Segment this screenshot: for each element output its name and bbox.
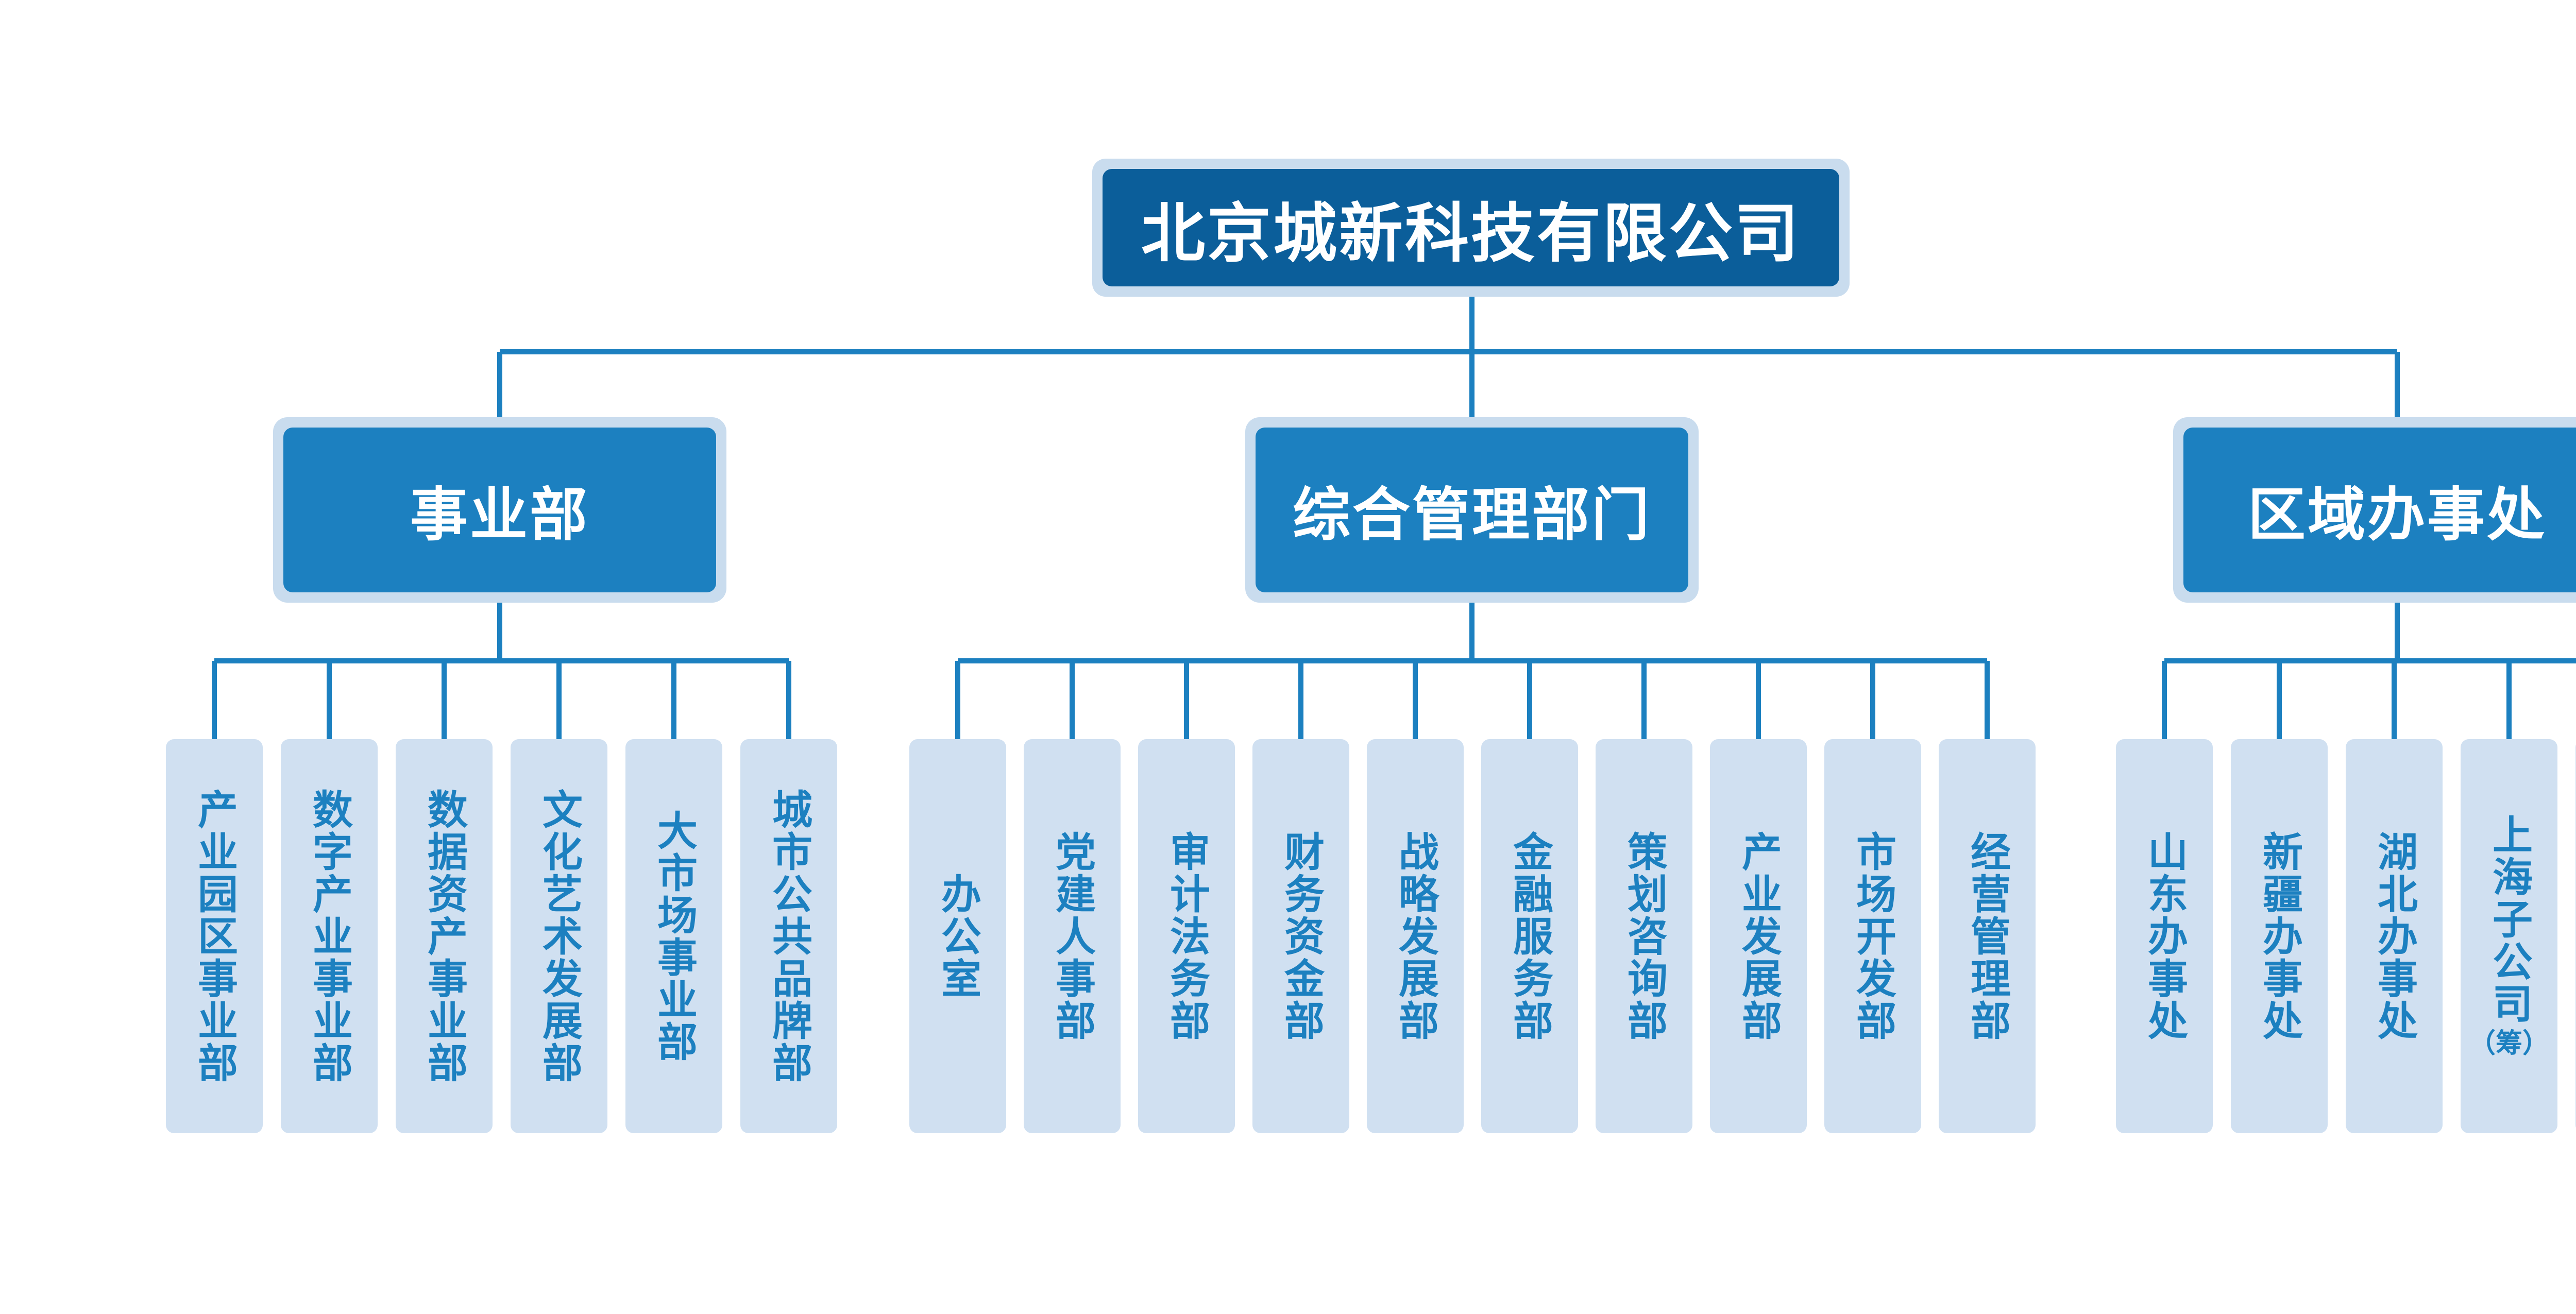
leaf-node: 新疆办事处 bbox=[2231, 739, 2328, 1133]
leaf-node-label: 文化艺术发展部 bbox=[536, 788, 582, 1084]
leaf-node: 数字产业事业部 bbox=[281, 739, 378, 1133]
leaf-node-label: 湖北办事处 bbox=[2371, 830, 2417, 1042]
leaf-node: 市场开发部 bbox=[1824, 739, 1921, 1133]
leaf-node: 产业发展部 bbox=[1710, 739, 1807, 1133]
branch-node-label: 综合管理部门 bbox=[1293, 482, 1651, 549]
leaf-node: 大市场事业部 bbox=[625, 739, 722, 1133]
leaf-node-label: 产业发展部 bbox=[1735, 830, 1782, 1042]
branch-node: 事业部 bbox=[283, 428, 716, 592]
leaf-node: 办公室 bbox=[909, 739, 1006, 1133]
branch-node: 区域办事处 bbox=[2183, 428, 2576, 592]
branch-node-label: 事业部 bbox=[410, 482, 589, 549]
leaf-node: 策划咨询部 bbox=[1596, 739, 1692, 1133]
leaf-node-note: （筹） bbox=[2468, 1028, 2549, 1059]
branch-node-label: 区域办事处 bbox=[2248, 482, 2547, 549]
leaf-node: 上海子公司（筹） bbox=[2461, 739, 2557, 1133]
leaf-node-label: 办公室 bbox=[935, 873, 981, 1000]
branch-node: 综合管理部门 bbox=[1256, 428, 1688, 592]
leaf-node-label: 市场开发部 bbox=[1850, 830, 1896, 1042]
leaf-node-label: 策划咨询部 bbox=[1621, 830, 1667, 1042]
leaf-node: 战略发展部 bbox=[1367, 739, 1464, 1133]
leaf-node-label: 大市场事业部 bbox=[651, 809, 697, 1063]
leaf-node-label: 审计法务部 bbox=[1163, 830, 1210, 1042]
leaf-node-label: 数字产业事业部 bbox=[306, 788, 352, 1084]
leaf-node-label: 产业园区事业部 bbox=[191, 788, 238, 1084]
leaf-node-label: 党建人事部 bbox=[1049, 830, 1095, 1042]
leaf-node: 文化艺术发展部 bbox=[511, 739, 607, 1133]
leaf-node: 审计法务部 bbox=[1138, 739, 1235, 1133]
leaf-node-label: 金融服务部 bbox=[1506, 830, 1553, 1042]
leaf-node: 产业园区事业部 bbox=[166, 739, 263, 1133]
leaf-node-label: 山东办事处 bbox=[2141, 830, 2188, 1042]
leaf-node: 湖北办事处 bbox=[2346, 739, 2443, 1133]
root-node-label: 北京城新科技有限公司 bbox=[1141, 197, 1801, 271]
leaf-node-label: 经营管理部 bbox=[1964, 830, 2010, 1042]
leaf-node-label: 城市公共品牌部 bbox=[766, 788, 812, 1084]
leaf-node: 山东办事处 bbox=[2116, 739, 2213, 1133]
leaf-node: 财务资金部 bbox=[1252, 739, 1349, 1133]
root-node: 北京城新科技有限公司 bbox=[1103, 169, 1839, 286]
leaf-node: 党建人事部 bbox=[1024, 739, 1121, 1133]
leaf-node-label: 战略发展部 bbox=[1392, 830, 1438, 1042]
leaf-node-label: 财务资金部 bbox=[1278, 830, 1324, 1042]
leaf-node-label: 数据资产事业部 bbox=[421, 788, 467, 1084]
leaf-node: 数据资产事业部 bbox=[396, 739, 493, 1133]
leaf-node-label: 新疆办事处 bbox=[2256, 830, 2302, 1042]
leaf-node: 经营管理部 bbox=[1939, 739, 2036, 1133]
leaf-node: 金融服务部 bbox=[1481, 739, 1578, 1133]
leaf-node-label: 上海子公司 bbox=[2486, 813, 2532, 1025]
leaf-node: 城市公共品牌部 bbox=[740, 739, 837, 1133]
